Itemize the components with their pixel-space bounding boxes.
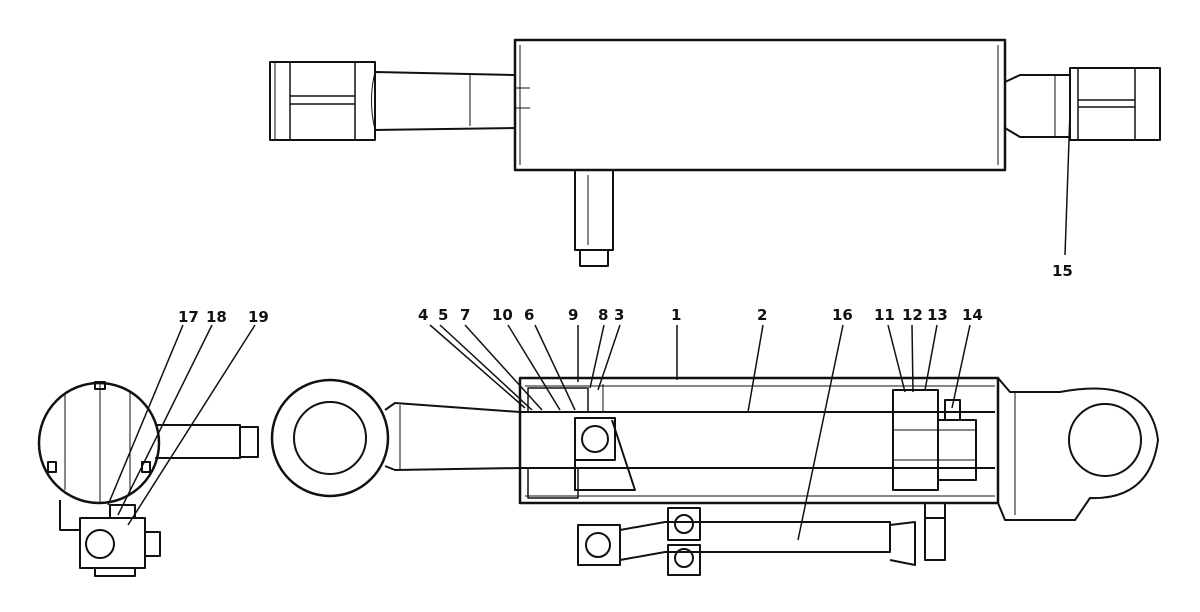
- callout-18: 18: [206, 308, 227, 326]
- port-pipe-top: [574, 169, 614, 251]
- callout-17: 17: [178, 308, 199, 326]
- callout-9: 9: [568, 306, 578, 324]
- callout-16: 16: [832, 306, 853, 324]
- callout-2: 2: [757, 306, 767, 324]
- leader-lines: [107, 111, 1071, 541]
- piston: [892, 389, 939, 491]
- right-bushing-top: [1069, 67, 1161, 141]
- callout-1: 1: [671, 306, 681, 324]
- piston-rod: [384, 402, 995, 413]
- callout-11: 11: [874, 306, 895, 324]
- end-head-circle: [37, 381, 161, 505]
- callout-12: 12: [902, 306, 923, 324]
- rod-eye-outer: [270, 378, 390, 498]
- callout-labels: 15 17 18 19 4 5 7 10 6 9 8 3 1 2 16 11 1…: [178, 262, 1073, 326]
- right-boss-top: [1004, 74, 1071, 138]
- callout-5: 5: [438, 306, 448, 324]
- callout-14: 14: [962, 306, 983, 324]
- callout-13: 13: [927, 306, 948, 324]
- bottom-cap: [997, 377, 1159, 521]
- fitting-block: [79, 517, 146, 569]
- callout-7: 7: [460, 306, 470, 324]
- barrel-top: [513, 38, 1007, 172]
- rod-eye-inner: [293, 401, 367, 475]
- cylinder-head: [574, 417, 616, 461]
- cylinder-tube: [518, 376, 1000, 505]
- callout-10: 10: [492, 306, 513, 324]
- callout-3: 3: [614, 306, 624, 324]
- left-boss-top: [374, 71, 516, 131]
- callout-15: 15: [1052, 262, 1073, 280]
- external-pipe: [619, 521, 891, 561]
- end-detail-view: [37, 381, 259, 577]
- cylinder-top-view: [269, 38, 1161, 267]
- callout-19: 19: [248, 308, 269, 326]
- callout-8: 8: [598, 306, 608, 324]
- callout-6: 6: [524, 306, 534, 324]
- cylinder-side-view: [270, 376, 1159, 576]
- left-bushing-top: [269, 61, 376, 141]
- callout-4: 4: [418, 306, 428, 324]
